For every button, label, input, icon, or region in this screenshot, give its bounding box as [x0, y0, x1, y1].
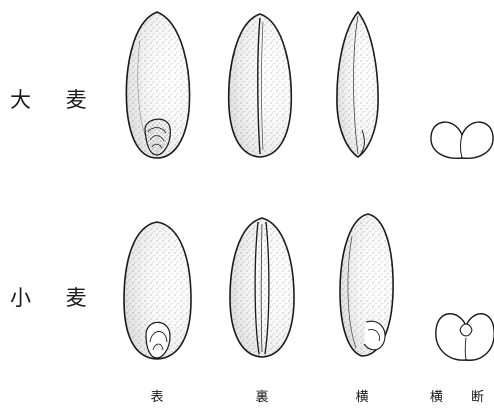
barley-back-grain: [229, 14, 292, 157]
col-label-cross-section: 横 断: [430, 386, 494, 405]
barley-front-grain: [126, 12, 189, 158]
row-label-wheat: 小 麦: [10, 282, 101, 312]
wheat-back-grain: [230, 218, 294, 357]
row-label-barley: 大 麦: [10, 84, 101, 114]
col-label-front: 表: [150, 386, 163, 405]
barley-side-grain: [337, 12, 378, 157]
wheat-side-grain: [340, 214, 393, 356]
col-label-back: 裏: [255, 386, 268, 405]
wheat-front-grain: [124, 222, 191, 359]
barley-cross-section: [431, 122, 493, 158]
col-label-side: 横: [355, 386, 368, 405]
wheat-cross-section: [436, 314, 494, 360]
